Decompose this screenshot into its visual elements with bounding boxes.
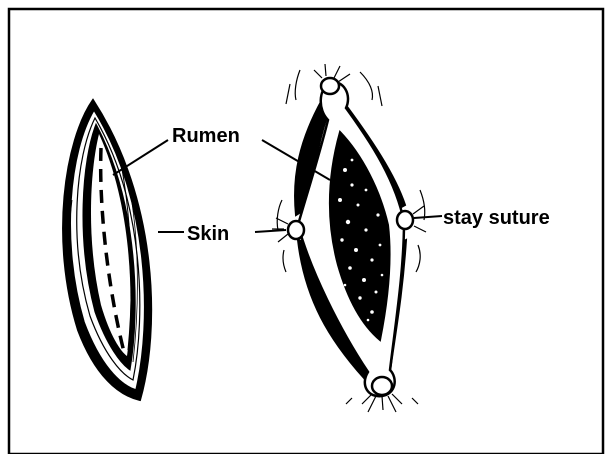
skin-incision-drawing [63,100,151,400]
label-rumen: Rumen [172,125,240,147]
stay-suture-top [321,78,339,94]
stay-suture-right [397,211,413,229]
label-skin: Skin [187,223,229,245]
label-stay-suture: stay suture [443,207,550,229]
stay-suture-bottom [372,377,392,395]
stay-suture-left [288,221,304,239]
leader-skin-right [255,230,286,232]
rumen-drawing [272,64,426,412]
leader-stay-suture [414,216,442,218]
